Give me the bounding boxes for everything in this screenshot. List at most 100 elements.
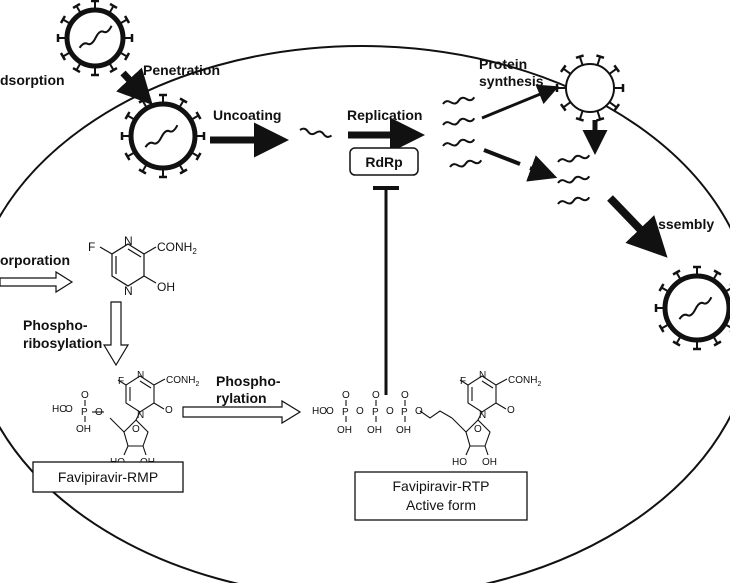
rtp-2oh: HO	[452, 457, 467, 468]
virion-spike	[118, 18, 128, 25]
virion-spike	[608, 67, 618, 75]
virion-spike-cap	[72, 2, 81, 10]
rna-strand	[298, 127, 333, 139]
rna-strand	[448, 157, 483, 170]
virion-spike-cap	[613, 64, 621, 73]
rna-strand	[556, 173, 591, 186]
virion-spike-cap	[672, 269, 681, 276]
protein-synthesis-label-1: Protein	[479, 56, 527, 72]
virion-spike	[75, 61, 82, 71]
rmp-o: O	[165, 405, 173, 416]
assembly-label: Assembly	[648, 216, 714, 232]
virion-rna	[678, 296, 713, 320]
rmp-ho: HO	[52, 404, 67, 415]
rtp-p3: P	[401, 407, 408, 418]
virion-spike-cap	[124, 111, 131, 120]
virion-spike-cap	[195, 152, 202, 161]
virion-spike-cap	[596, 116, 605, 122]
virion-spike	[712, 271, 719, 281]
phosphoribosylation-label-1: Phospho-	[23, 317, 88, 333]
rtp-o-c: O	[386, 406, 394, 417]
virion-spike	[608, 101, 618, 109]
phosphoribosylation-arrow	[102, 301, 130, 367]
rtp-n1: N	[479, 370, 486, 381]
rtp-p1-oh: OH	[337, 425, 352, 436]
protein-synthesis-label-2: synthesis	[479, 73, 544, 89]
rmp-f: F	[118, 376, 124, 387]
rna-strand	[556, 194, 591, 207]
virion-spike-cap	[109, 66, 118, 74]
rtp-n2: N	[479, 410, 486, 421]
rtp-p2-oh: OH	[367, 425, 382, 436]
rtp-p3-oh: OH	[396, 425, 411, 436]
virion-spike	[562, 101, 572, 109]
virion-spike	[108, 5, 115, 15]
virion-spike-cap	[72, 66, 81, 74]
rtp-p1: P	[342, 407, 349, 418]
virion-penetrating	[120, 93, 206, 179]
rmp-structure	[84, 375, 166, 456]
rmp-p-o: O	[81, 390, 89, 401]
rna-strand	[441, 94, 476, 107]
fav-n1: N	[124, 234, 133, 248]
phosphorylation-arrow	[182, 399, 302, 425]
rtp-p1-o: O	[342, 390, 350, 401]
virion-spike	[75, 5, 82, 15]
rmp-o-link: O	[65, 404, 73, 415]
rtp-linker	[419, 410, 453, 419]
rdrp-label: RdRp	[365, 154, 402, 170]
virion-spike	[108, 61, 115, 71]
rtp-box-label-2: Active form	[406, 497, 476, 513]
rmp-n1: N	[137, 370, 144, 381]
phosphorylation-label-1: Phospho-	[216, 373, 281, 389]
rtp-conh2: CONH2	[508, 375, 541, 388]
virion-spike-cap	[195, 111, 202, 120]
rmp-box-label: Favipiravir-RMP	[58, 469, 158, 485]
dash-arrow-part2	[526, 155, 558, 182]
phosphoribosylation-label-2: ribosylation	[23, 335, 102, 351]
virion-spike-cap	[575, 116, 584, 122]
virion-spike	[578, 110, 584, 120]
virion-spike-cap	[613, 103, 621, 112]
rmp-n2: N	[137, 410, 144, 421]
rmp-box	[32, 461, 184, 493]
rtp-o-a: O	[326, 406, 334, 417]
adsorption-label: dsorption	[0, 72, 65, 88]
virion-spike	[141, 163, 148, 173]
rna-strand	[441, 115, 476, 128]
cell-membrane	[0, 45, 730, 583]
incorporation-label: orporation	[0, 252, 70, 268]
rtp-p2-o: O	[372, 390, 380, 401]
rtp-3oh: OH	[482, 457, 497, 468]
rmp-conh2: CONH2	[166, 375, 199, 388]
virion-spike-cap	[123, 15, 131, 24]
virion-spike-cap	[672, 340, 681, 347]
rna-strand	[441, 136, 476, 149]
virion-rna	[144, 124, 179, 148]
rtp-box	[354, 471, 528, 521]
rtp-o: O	[507, 405, 515, 416]
virion-spike	[62, 51, 72, 58]
virion-spike	[660, 323, 670, 330]
virion-spike	[596, 110, 602, 120]
virion-spike-cap	[713, 340, 722, 347]
rmp-ring-o: O	[132, 424, 140, 435]
rtp-ring-o: O	[474, 424, 482, 435]
virion-spike	[724, 323, 730, 329]
rna-strand	[556, 152, 591, 165]
rtp-f: F	[460, 376, 466, 387]
virion-spike	[712, 335, 719, 345]
phosphorylation-label-2: rylation	[216, 390, 267, 406]
rdrp-box	[349, 147, 419, 176]
virion-spike	[178, 99, 185, 109]
virion-spike	[675, 335, 682, 345]
virion-spike-cap	[596, 54, 605, 60]
virion-spike	[190, 151, 200, 158]
fav-f: F	[88, 240, 95, 254]
assembly-arrow	[607, 195, 668, 258]
virion-spike-cap	[59, 52, 67, 61]
virion-spike-cap	[179, 168, 188, 175]
fav-oh: OH	[157, 280, 175, 294]
